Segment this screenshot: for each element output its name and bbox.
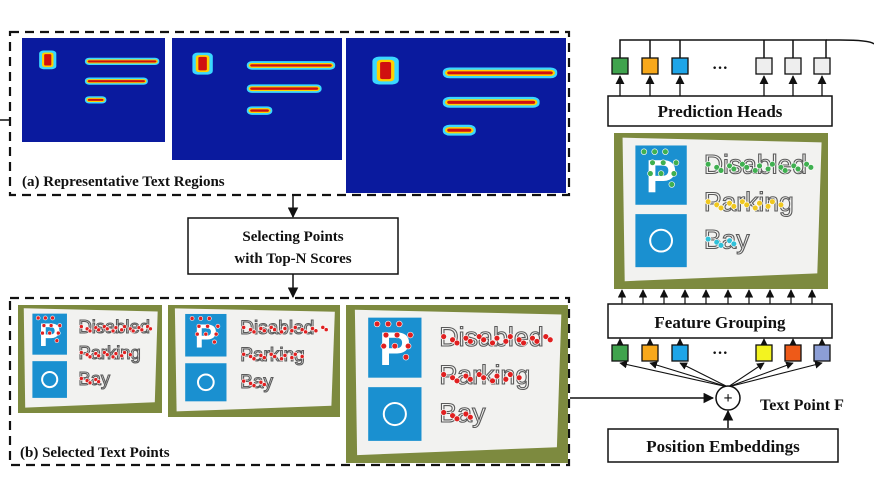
selecting-line1: Selecting Points	[242, 229, 343, 245]
add-node-symbol: +	[723, 390, 732, 407]
token-blue	[671, 344, 689, 362]
sign-word: Disabled	[439, 322, 544, 352]
token-red	[784, 344, 802, 362]
token-orange	[641, 344, 659, 362]
sign-word: Parking	[704, 187, 794, 217]
feature-grouping-arrows	[615, 289, 827, 347]
prediction-heads-box	[607, 95, 833, 127]
feature-grouping-label: Feature Grouping	[654, 313, 786, 332]
token-periwinkle	[813, 344, 831, 362]
sign-photo-center: PDisabledParkingBay	[614, 133, 828, 289]
output-connector	[619, 39, 874, 58]
position-embeddings-label: Position Embeddings	[646, 437, 800, 456]
head-ellipsis: ···	[712, 60, 728, 77]
svg-text:P: P	[195, 319, 217, 356]
token-empty	[755, 57, 773, 75]
feature-token-row	[611, 344, 831, 362]
heatmap-small	[22, 38, 165, 142]
token-yellow	[755, 344, 773, 362]
position-embeddings-box	[607, 428, 839, 463]
sign-word: Bay	[240, 372, 273, 393]
token-empty	[784, 57, 802, 75]
token-empty	[813, 57, 831, 75]
token-blue	[671, 57, 689, 75]
selecting-line2: with Top-N Scores	[234, 251, 351, 267]
sign-photo-small: PDisabledParkingBay	[18, 305, 162, 413]
points-dashed-box	[8, 296, 571, 467]
points-caption: (b) Selected Text Points	[20, 445, 170, 461]
heatmap-large	[346, 38, 566, 193]
sign-word: Disabled	[704, 150, 807, 180]
sign-word: Parking	[78, 342, 140, 363]
regions-caption: (a) Representative Text Regions	[22, 174, 225, 190]
svg-text:P: P	[379, 323, 411, 376]
text-point-features-label: Text Point F	[760, 397, 844, 414]
token-orange	[641, 57, 659, 75]
head-token-arrows	[615, 75, 827, 96]
head-token-row	[611, 57, 831, 75]
sign-photo-medium: PDisabledParkingBay	[168, 305, 340, 417]
sign-photo-large: PDisabledParkingBay	[346, 305, 568, 463]
fan-in-arrows	[619, 360, 823, 388]
heatmap-medium	[172, 38, 342, 160]
feature-grouping-box	[607, 303, 833, 339]
sign-word: Disabled	[240, 318, 314, 339]
selecting-points-box	[187, 217, 399, 275]
feature-ellipsis: ···	[712, 345, 728, 362]
token-green	[611, 57, 629, 75]
token-green	[611, 344, 629, 362]
prediction-heads-label: Prediction Heads	[658, 102, 783, 121]
